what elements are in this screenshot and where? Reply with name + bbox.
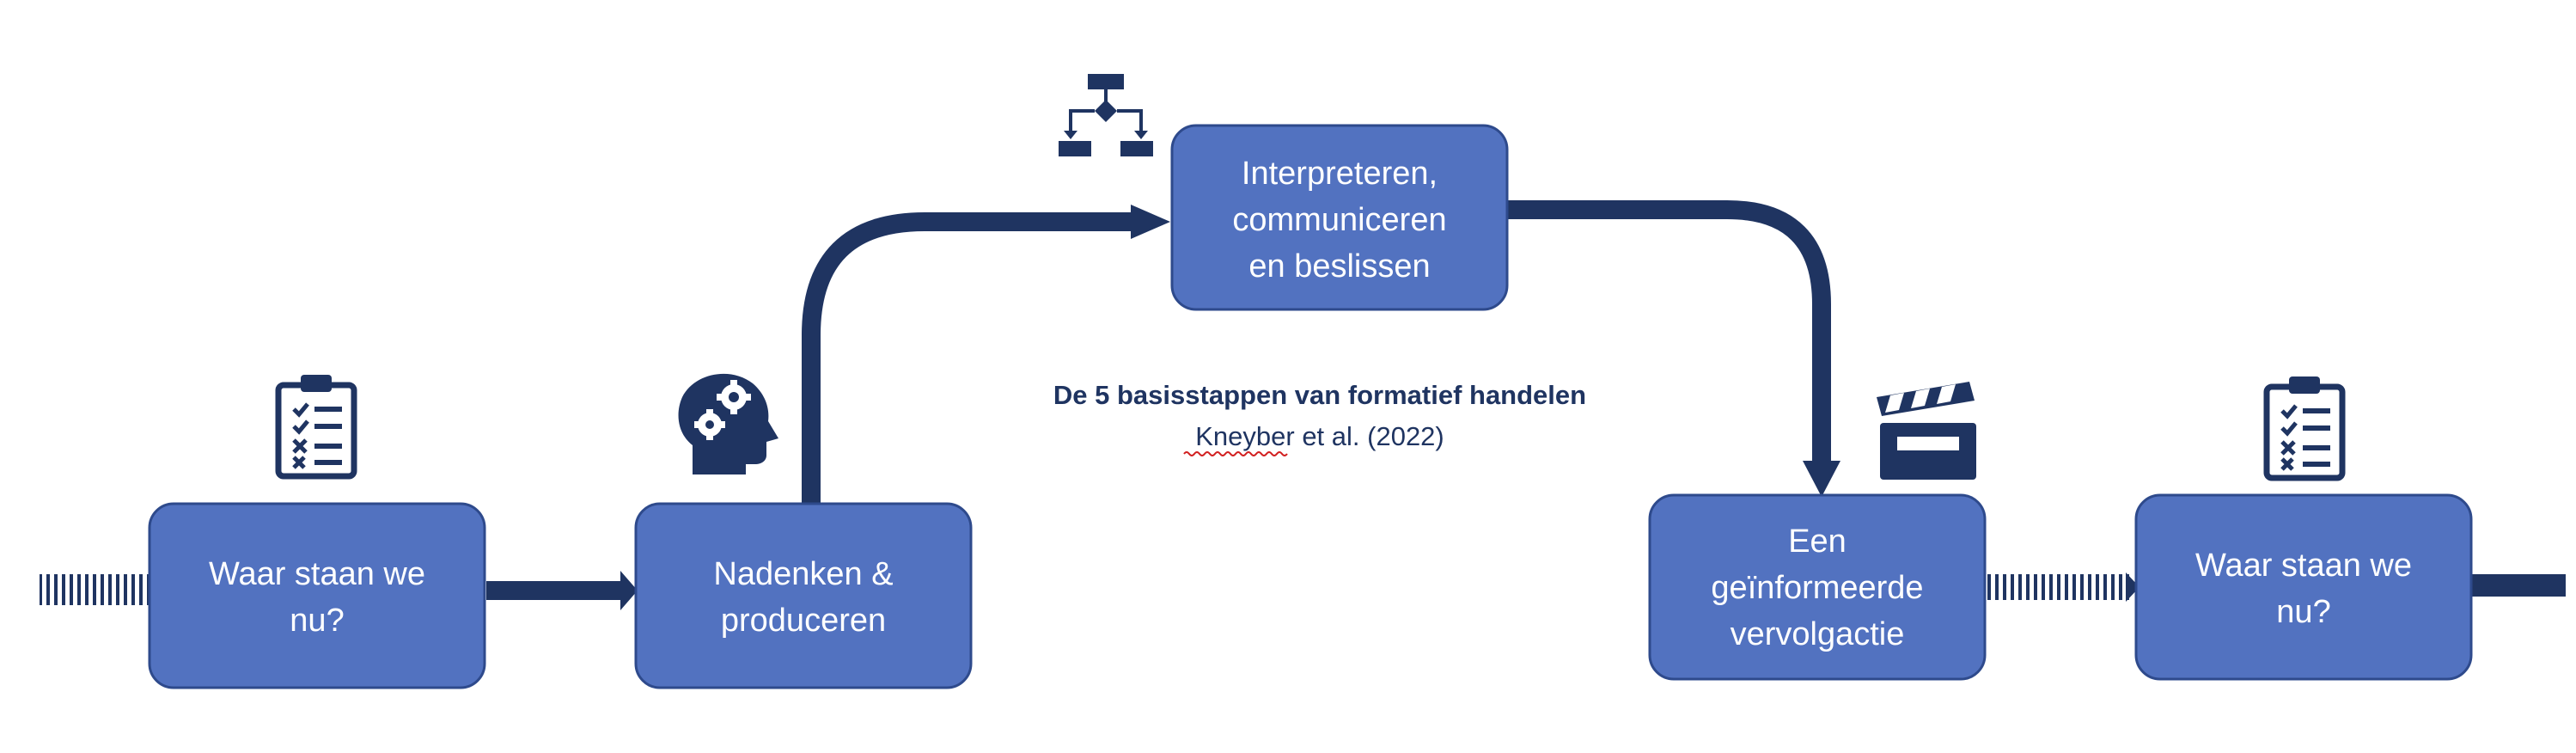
step3-line2: communiceren (1232, 202, 1446, 238)
step-box-5: Waar staan we nu? (2134, 493, 2473, 681)
caption-author: Kneyber (1195, 421, 1294, 451)
head-gears-icon (678, 373, 778, 474)
step5-line1: Waar staan we (2195, 548, 2412, 584)
step1-line1: Waar staan we (209, 556, 425, 592)
step3-line1: Interpreteren, (1242, 156, 1438, 192)
caption-rest: et al. (2022) (1295, 421, 1444, 451)
step1-line2: nu? (290, 603, 344, 639)
caption-title: De 5 basisstappen van formatief handelen (1053, 380, 1586, 410)
step4-line1: Een (1788, 523, 1847, 560)
step3-line3: en beslissen (1248, 248, 1430, 285)
step-box-4: Een geïnformeerde vervolgactie (1648, 493, 1987, 681)
dashed-lead-in (40, 574, 150, 605)
step2-line1: Nadenken & (713, 556, 893, 592)
step2-line2: produceren (721, 603, 886, 639)
arrow-step2-to-step3 (802, 205, 1170, 505)
step4-line2: geïnformeerde (1711, 570, 1923, 606)
step-box-2: Nadenken & produceren (634, 502, 973, 689)
flowchart-icon (1059, 74, 1153, 156)
caption-citation: Kneyber et al. (2022) (1195, 421, 1444, 451)
step4-line3: vervolgactie (1731, 616, 1905, 652)
step-box-3: Interpreteren, communiceren en beslissen (1170, 124, 1509, 311)
step-box-1: Waar staan we nu? (148, 502, 486, 689)
solid-lead-out (2471, 574, 2566, 597)
arrow-step3-to-step4 (1505, 200, 1840, 497)
spellcheck-underline (1183, 451, 1288, 456)
arrow-step1-to-step2 (486, 571, 638, 610)
step5-line2: nu? (2276, 594, 2330, 630)
clapperboard-icon (1877, 382, 1976, 480)
arrow-step4-to-step5 (1987, 572, 2140, 602)
clipboard-checklist-icon (2263, 376, 2346, 481)
clipboard-checklist-icon (275, 375, 357, 480)
